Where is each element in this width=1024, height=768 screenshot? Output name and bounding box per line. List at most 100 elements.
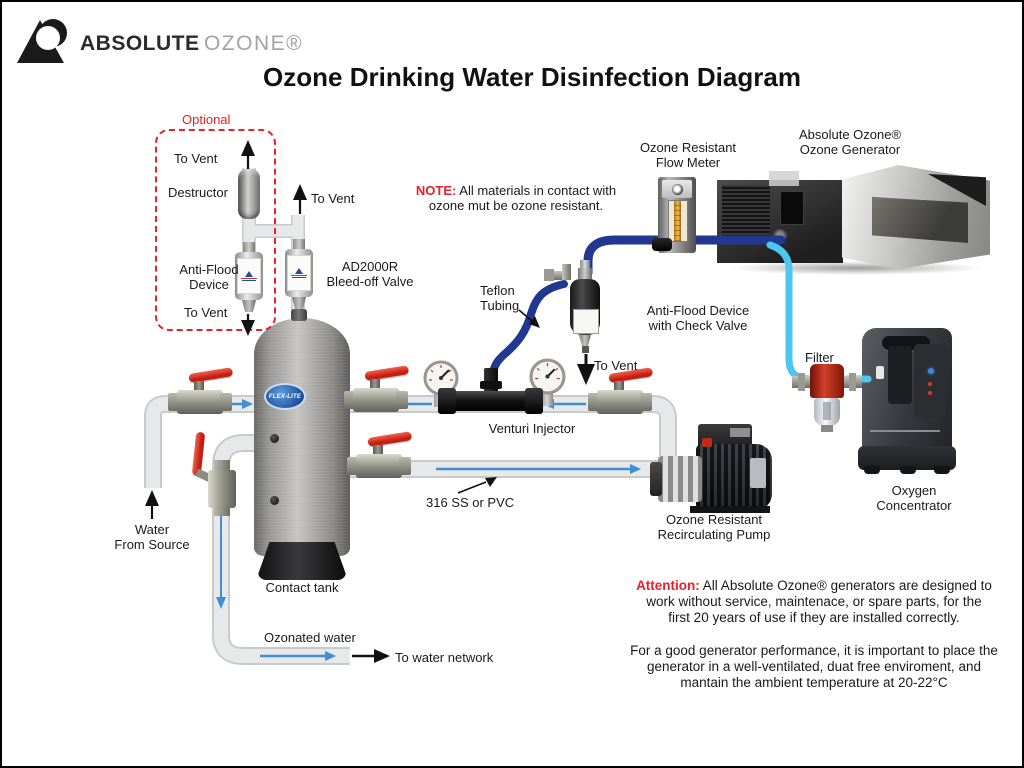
arrow-pipe-material-pointer <box>457 481 487 494</box>
filter-element <box>823 402 831 420</box>
valve-water-inlet <box>163 367 237 416</box>
brand-wordmark: ABSOLUTE OZONE® <box>80 32 303 56</box>
valve-nut <box>396 391 408 409</box>
concentrator-recess <box>888 346 912 404</box>
to-vent-label-optional-top: To Vent <box>174 151 218 166</box>
inline-filter <box>792 360 862 432</box>
venturi-label: Venturi Injector <box>488 421 576 436</box>
bleed-off-valve-device <box>285 239 313 311</box>
optional-dashed-box <box>155 129 276 331</box>
venturi-injector <box>445 391 539 411</box>
device-label-line <box>241 278 257 279</box>
valve-stem <box>194 381 204 392</box>
venturi-cap-right <box>525 388 543 414</box>
bleed-off-valve-label: AD2000R Bleed-off Valve <box>326 259 414 290</box>
absolute-ozone-logo-icon <box>15 17 67 65</box>
recirculating-pump <box>650 420 778 513</box>
flow-meter-knob <box>652 238 672 251</box>
pressure-gauge-left <box>423 360 459 401</box>
pump-base <box>690 506 770 513</box>
to-vent-label-optional-bottom: To Vent <box>184 305 228 320</box>
tank-brand-badge: FLEX-LITE <box>264 383 306 410</box>
filter-drain-nut <box>821 425 833 432</box>
flow-meter-scale <box>674 201 681 241</box>
concentrator-power-led <box>928 368 934 374</box>
pump-nameplate <box>750 458 766 488</box>
valve-nut <box>640 393 652 411</box>
filter-nut-right <box>849 373 856 391</box>
valve-nut <box>214 506 230 516</box>
flow-arrow-into-tank-head <box>242 399 253 409</box>
note-block: NOTE: All materials in contact with ozon… <box>400 183 632 214</box>
valve-return-right <box>583 367 657 416</box>
anti-flood-check-label: Anti-Flood Device with Check Valve <box>646 303 750 334</box>
arrow-teflon-pointer <box>518 309 533 322</box>
device-cone <box>292 297 306 309</box>
pressure-gauge-right <box>529 358 566 400</box>
oxygen-concentrator <box>858 328 956 474</box>
attention-paragraph-1: Attention: All Absolute Ozone® generator… <box>600 578 1022 627</box>
filter-label: Filter <box>805 350 834 365</box>
valve-body <box>177 390 223 414</box>
valve-body <box>356 454 402 478</box>
device-nut <box>578 268 592 279</box>
generator-vent-grille <box>722 185 770 241</box>
vent-arrows <box>145 140 595 663</box>
elbow-fitting-horizontal <box>552 271 570 280</box>
water-network-label: To water network <box>395 650 494 665</box>
oxygen-concentrator-label: Oxygen Concentrator <box>876 483 952 514</box>
ozone-destructor <box>238 169 260 219</box>
generator-power-inlet <box>780 191 804 225</box>
filter-nut-left <box>798 373 805 391</box>
filter-red-head <box>810 364 844 398</box>
device-logo-triangle <box>245 271 253 277</box>
destructor-label: Destructor <box>168 185 228 200</box>
flow-arrow-ozonated-down-head <box>216 597 226 609</box>
gauge-right-stem <box>541 391 553 406</box>
device-nut <box>243 242 255 252</box>
water-source-label: Water From Source <box>114 522 190 553</box>
concentrator-foot-3 <box>934 466 950 474</box>
arrow-vent-antiflood-head <box>577 364 595 385</box>
arrow-water-source-head <box>145 490 159 506</box>
concentrator-alarm-led-1 <box>928 382 932 386</box>
arrow-water-network-head <box>374 649 390 663</box>
device-label-line <box>242 280 256 281</box>
device-label <box>573 309 599 334</box>
ozone-generator <box>714 165 990 275</box>
ozonated-water-label: Ozonated water <box>264 630 356 645</box>
arrow-vent-optional-bottom-head <box>241 320 255 336</box>
valve-body <box>353 388 399 412</box>
venturi-flange <box>480 381 502 389</box>
device-label <box>237 258 261 294</box>
tank-bolt-lower <box>270 496 279 505</box>
pump-label-plate <box>730 428 750 437</box>
generator-label: Absolute Ozone® Ozone Generator <box>798 127 902 158</box>
brand-suffix: OZONE® <box>203 32 304 55</box>
elbow-fitting-vertical <box>562 264 571 280</box>
annotation-arrows <box>457 309 540 494</box>
elbow-fitting-nut <box>544 269 554 281</box>
valve-suction <box>342 431 416 480</box>
attention-paragraph-2: For a good generator performance, it is … <box>630 643 998 691</box>
concentrator-foot-2 <box>900 466 916 474</box>
attention-title: Attention: <box>636 578 700 593</box>
venturi-cap-left <box>438 388 456 414</box>
anti-flood-device-check-valve <box>570 260 600 356</box>
tank-brand-text: FLEX-LITE <box>268 393 302 400</box>
valve-nut <box>214 460 230 472</box>
flow-meter-dial <box>671 183 683 195</box>
device-label <box>287 255 311 291</box>
tank-base-skirt <box>258 542 346 580</box>
flow-arrow-ozonated-out-head <box>325 651 336 661</box>
note-title: NOTE: <box>415 183 457 198</box>
page-title: Ozone Drinking Water Disinfection Diagra… <box>263 62 801 92</box>
valve-nut <box>220 393 232 411</box>
pump-fill-plug <box>702 438 712 447</box>
to-vent-label-antiflood: To Vent <box>594 358 638 373</box>
optional-label: Optional <box>182 112 231 127</box>
ozone-flow-meter <box>652 177 696 253</box>
tank-bolt-upper <box>270 434 279 443</box>
valve-ozonated-outlet <box>188 430 240 516</box>
brand-name: ABSOLUTE <box>80 32 200 55</box>
